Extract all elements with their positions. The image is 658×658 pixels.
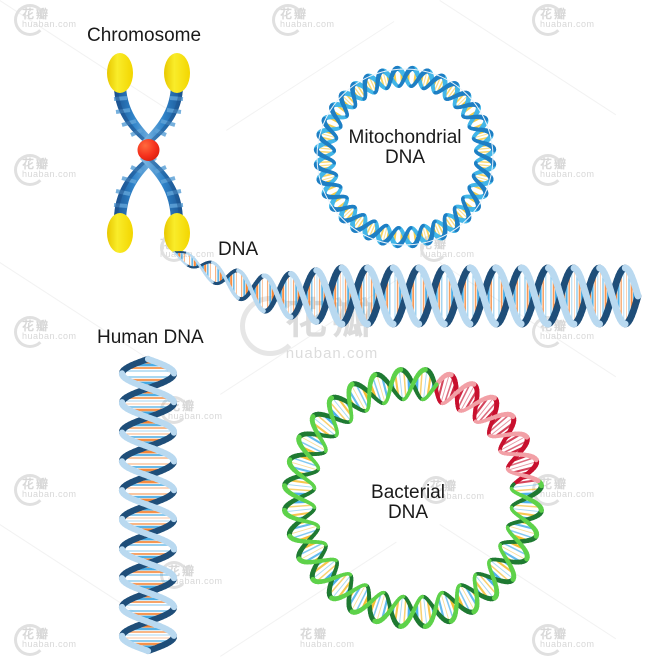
watermark-cn-text: 花瓣 [540,627,569,641]
watermark-cn-text: 花瓣 [22,7,51,21]
label-chromosome-text: Chromosome [87,25,202,46]
watermark-tile: 花瓣 huaban.com [280,8,335,29]
watermark-ring-icon [14,154,46,186]
watermark-domain-text: huaban.com [540,489,595,499]
watermark-cn-text: 花瓣 [22,627,51,641]
watermark-domain-text: huaban.com [22,331,77,341]
label-bacterial-line1: Bacterial [371,482,445,503]
arm-bands [154,165,184,208]
watermark-cn-text: 花瓣 [540,157,569,171]
watermark-ring-icon [532,4,564,36]
label-chromosome: Chromosome [87,25,201,47]
label-dna: DNA [218,239,258,261]
watermark-domain-text: huaban.com [540,639,595,649]
label-dna-text: DNA [218,239,259,260]
label-mitochondrial-line2: DNA [384,146,426,168]
watermark-cn-text: 花瓣 [540,7,569,21]
watermark-tile: 花瓣 huaban.com [22,628,77,649]
watermark-cn-text: 花瓣 [280,7,309,21]
watermark-tile: 花瓣 huaban.com [22,478,77,499]
watermark-domain-text: huaban.com [300,639,355,649]
label-bacterial-line2: DNA [387,501,429,523]
watermark-tile: 花瓣 huaban.com [540,8,595,29]
telomere-cap-lower-left [107,213,133,253]
watermark-ring-icon [14,316,46,348]
watermark-ring-icon [532,154,564,186]
watermark-domain-text: huaban.com [22,169,77,179]
chromatid-arm-lower-right [140,153,184,223]
watermark-cn-text: 花瓣 [22,157,51,171]
watermark-ring-icon [272,4,304,36]
watermark-cn-text: 花瓣 [540,477,569,491]
label-human-dna-text: Human DNA [97,327,204,348]
watermark-ring-icon [14,4,46,36]
watermark-domain-text: huaban.com [22,639,77,649]
watermark-ring-icon [14,624,46,656]
linear-double-helix [173,251,642,328]
watermark-domain-text: huaban.com [280,19,335,29]
watermark-cn-text: 花瓣 [22,319,51,333]
telomere-cap-upper-right [164,53,190,93]
centromere-icon [137,139,160,161]
watermark-tile: 花瓣 huaban.com [22,8,77,29]
watermark-tile: 花瓣 huaban.com [22,158,77,179]
chromosome-figure [107,53,190,253]
watermark-tile: 花瓣 huaban.com [22,320,77,341]
label-bacterial-dna: Bacterial DNA [360,483,456,523]
watermark-tile: 花瓣 huaban.com [540,628,595,649]
arm-bands [154,96,184,137]
telomere-cap-lower-right [164,213,190,253]
watermark-domain-text: huaban.com [22,19,77,29]
label-mitochondrial-dna: Mitochondrial DNA [345,128,465,168]
telomere-cap-upper-left [107,53,133,93]
vertical-double-helix [118,355,178,655]
watermark-cn-text: 花瓣 [22,477,51,491]
human-dna-figure [118,355,178,655]
ring-guide [316,68,494,246]
label-human-dna: Human DNA [97,327,204,349]
watermark-domain-text: huaban.com [540,169,595,179]
label-mitochondrial-line1: Mitochondrial [348,127,462,148]
watermark-domain-text: huaban.com [285,345,379,362]
watermark-domain-text: huaban.com [22,489,77,499]
watermark-tile: 花瓣 huaban.com [540,158,595,179]
arm-body [140,153,183,223]
watermark-tile: 花瓣 huaban.com [540,478,595,499]
watermark-domain-text: huaban.com [540,19,595,29]
watermark-ring-icon [14,474,46,506]
